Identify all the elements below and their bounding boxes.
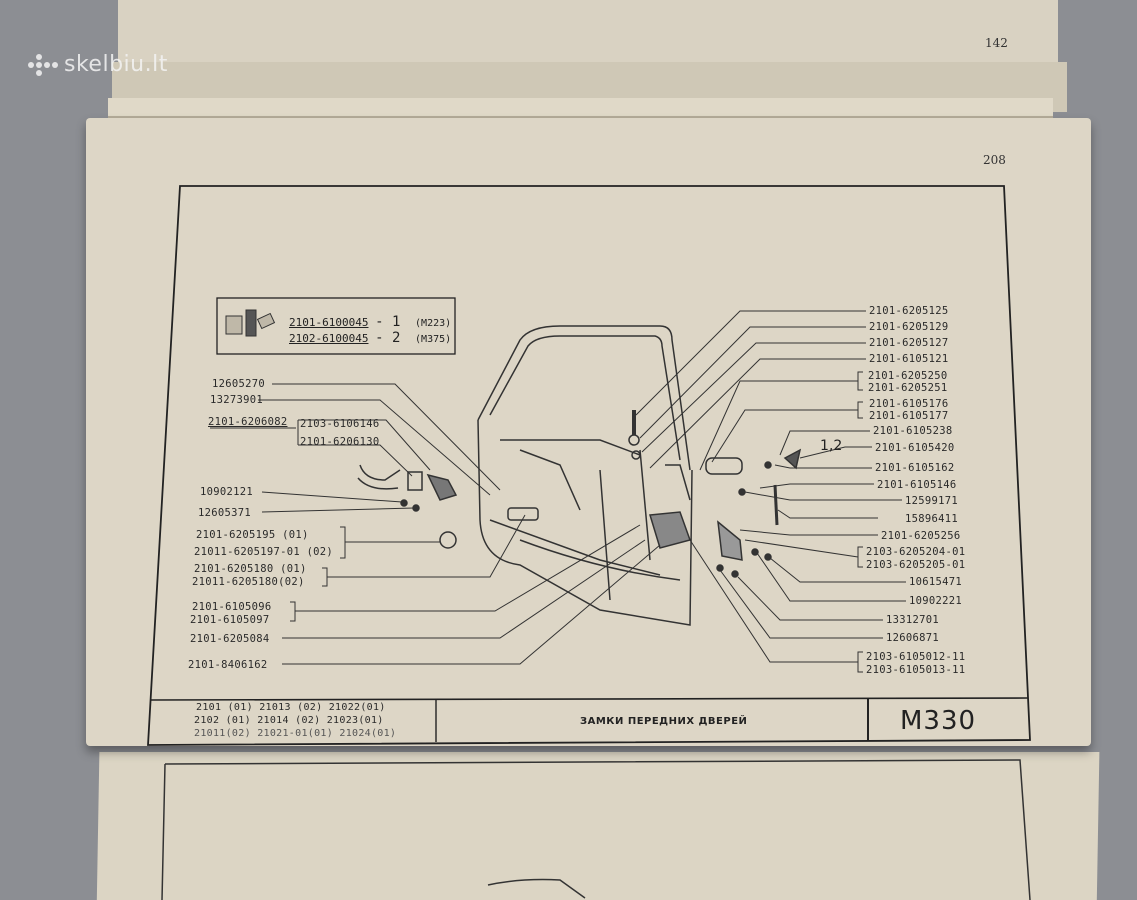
inset-line-2: 2102-6100045 - 2 (M375) <box>289 330 451 346</box>
left-label: 21011-6205197-01 (02) <box>194 546 334 558</box>
left-label: 21011-6205180(02) <box>192 576 305 588</box>
lower-page-frame <box>161 759 1031 900</box>
left-label: 2101-6205084 <box>190 633 270 645</box>
drawing-title: ЗАМКИ ПЕРЕДНИХ ДВЕРЕЙ <box>580 716 748 727</box>
model-line: 2102 (01) 21014 (02) 21023(01) <box>194 715 384 726</box>
right-label: 13312701 <box>886 614 939 626</box>
right-label: 2101-6205129 <box>869 321 949 333</box>
inset-part-1: 2101-6100045 <box>289 316 369 329</box>
right-label: 2101-6105420 <box>875 442 955 454</box>
loose-parts <box>357 448 802 578</box>
inset-ref-1: (M223) <box>415 318 452 329</box>
left-label: 2101-8406162 <box>188 659 268 671</box>
right-label: 2103-6205204-01 <box>866 546 966 558</box>
right-label: 10615471 <box>909 576 962 588</box>
inset-part-2: 2102-6100045 <box>289 332 369 345</box>
inset-box <box>216 297 456 355</box>
left-label: 12605270 <box>212 378 265 390</box>
inset-ref-2: (M375) <box>415 334 452 345</box>
right-label: 2101-6105238 <box>873 425 953 437</box>
left-label: 2101-6206130 <box>300 436 380 448</box>
right-label: 12606871 <box>886 632 939 644</box>
left-label: 2101-6206082 <box>208 416 288 428</box>
right-label: 2101-6205251 <box>868 382 948 394</box>
lower-page-door-sketch <box>487 878 586 899</box>
back-page-number: 142 <box>985 36 1008 50</box>
main-page <box>86 118 1091 746</box>
left-leaders <box>210 383 661 665</box>
right-label: 2103-6205205-01 <box>866 559 966 571</box>
right-label: 2101-6205250 <box>868 370 948 382</box>
right-leaders <box>635 310 906 673</box>
right-label: 12599171 <box>905 495 958 507</box>
left-label: 2101-6105096 <box>192 601 272 613</box>
model-line: 21011(02) 21021-01(01) 21024(01) <box>194 728 397 739</box>
back-page-edge <box>108 98 1053 118</box>
right-label: 2103-6105013-11 <box>866 664 966 676</box>
right-label: 15896411 <box>905 513 958 525</box>
left-label: 2103-6106146 <box>300 418 380 430</box>
left-label: 2101-6105097 <box>190 614 270 626</box>
right-label: 10902221 <box>909 595 962 607</box>
right-label: 2101-6105162 <box>875 462 955 474</box>
right-label: 2101-6105121 <box>869 353 949 365</box>
right-label: 2103-6105012-11 <box>866 651 966 663</box>
right-label: 2101-6205127 <box>869 337 949 349</box>
right-label: 2101-6105176 <box>869 398 949 410</box>
drawing-code: M330 <box>900 706 977 736</box>
inset-qty-1: - 1 <box>375 314 401 330</box>
back-page-top <box>118 0 1058 70</box>
left-label: 10902121 <box>200 486 253 498</box>
inset-tube-icon <box>225 309 276 337</box>
inset-line-1: 2101-6100045 - 1 (M223) <box>289 314 451 330</box>
drawing-frame <box>147 185 1031 746</box>
left-label: 2101-6205180 (01) <box>194 563 307 575</box>
callout-1-2: 1,2 <box>820 438 843 454</box>
model-line: 2101 (01) 21013 (02) 21022(01) <box>196 702 386 713</box>
watermark-text: skelbiu.lt <box>64 52 168 77</box>
door-drawing <box>477 325 693 626</box>
right-label: 2101-6205125 <box>869 305 949 317</box>
left-label: 2101-6205195 (01) <box>196 529 309 541</box>
watermark-logo-icon <box>28 54 58 76</box>
main-page-number: 208 <box>983 153 1006 167</box>
right-label: 2101-6105146 <box>877 479 957 491</box>
right-label: 2101-6105177 <box>869 410 949 422</box>
watermark: skelbiu.lt <box>28 52 168 77</box>
inset-qty-2: - 2 <box>375 330 401 346</box>
left-label: 12605371 <box>198 507 251 519</box>
left-label: 13273901 <box>210 394 263 406</box>
right-label: 2101-6205256 <box>881 530 961 542</box>
